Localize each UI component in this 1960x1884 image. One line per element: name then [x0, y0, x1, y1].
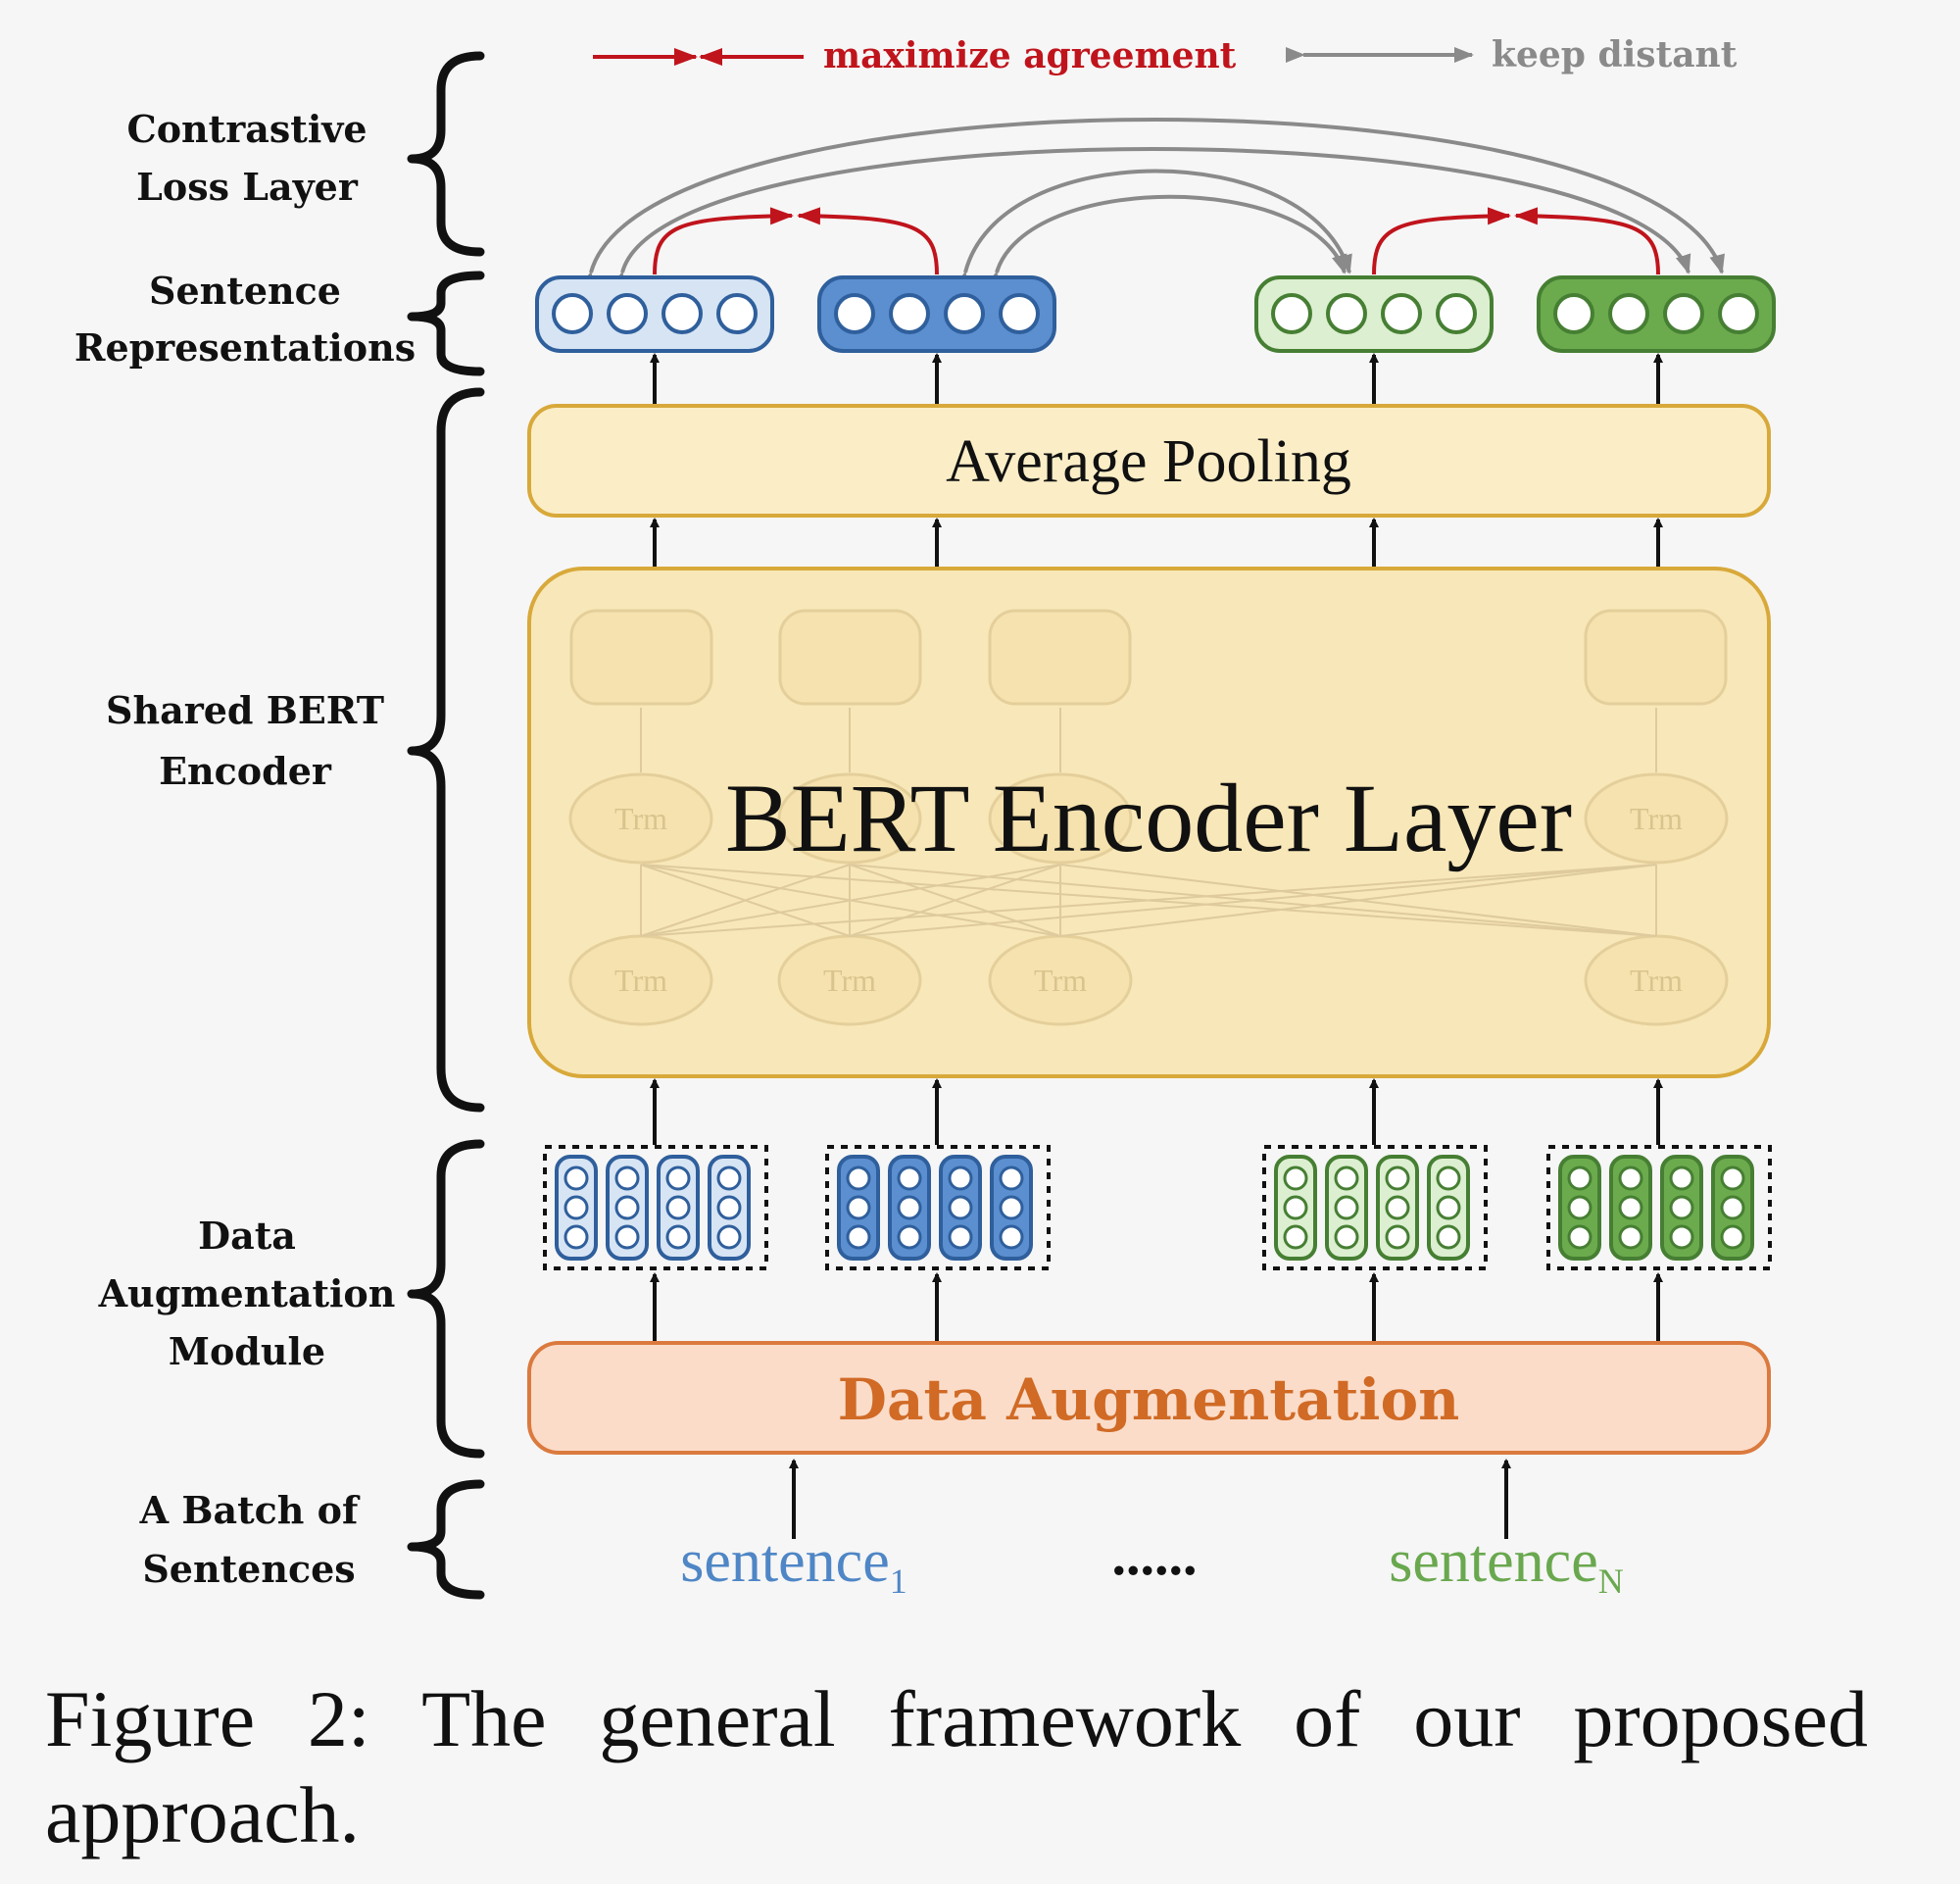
- faded-transformer-graphic: Trm Trm Trm Trm Trm Trm: [568, 609, 1729, 1026]
- distant-arc-inner: [984, 194, 1348, 292]
- brace-sentrep: [407, 271, 485, 376]
- label-aug-1: Data: [198, 1214, 296, 1258]
- trm-label: Trm: [1630, 963, 1683, 998]
- input-sentences: sentence1 ...... sentenceN: [680, 1523, 1623, 1601]
- label-contrastive-2: Loss Layer: [136, 165, 359, 209]
- distant-arc-third: [953, 169, 1352, 292]
- agree-blue-right: [797, 207, 939, 275]
- braces: [407, 51, 485, 1600]
- sentence-representations: [535, 275, 1776, 353]
- legend: maximize agreement keep distant: [593, 34, 1738, 76]
- trm-label: Trm: [1630, 801, 1683, 836]
- figure-caption: Figure 2: The general framework of our p…: [45, 1674, 1868, 1859]
- distant-arc-outer: [578, 118, 1725, 292]
- agree-blue-left: [653, 207, 794, 275]
- legend-agree-label: maximize agreement: [823, 35, 1237, 76]
- brace-batch: [407, 1479, 485, 1600]
- data-augmentation-label: Data Augmentation: [838, 1366, 1460, 1433]
- brace-augmentation: [407, 1139, 485, 1459]
- bert-encoder-label: BERT Encoder Layer: [725, 764, 1572, 872]
- legend-distant-label: keep distant: [1492, 34, 1738, 75]
- bert-encoder-block: Trm Trm Trm Trm Trm Trm BERT Encoder Lay…: [527, 567, 1771, 1078]
- embedding-green-1: [1262, 1145, 1488, 1270]
- brace-contrastive: [407, 51, 485, 257]
- agree-green-left: [1372, 207, 1511, 275]
- framework-diagram: maximize agreement keep distant Contrast…: [74, 34, 1776, 1601]
- label-aug-2: Augmentation: [98, 1271, 396, 1315]
- embedding-blue-1: [543, 1145, 768, 1270]
- embedding-green-2: [1546, 1145, 1772, 1270]
- embedding-blue-2: [825, 1145, 1051, 1270]
- augmented-embeddings: [543, 1145, 1772, 1270]
- flow-arrows: [650, 353, 1663, 1539]
- sentence-first: sentence1: [680, 1528, 906, 1601]
- trm-label: Trm: [1034, 963, 1087, 998]
- sentence-first-subscript: 1: [890, 1562, 907, 1601]
- representation-blue-2: [817, 275, 1056, 353]
- sentence-ellipsis: ......: [1112, 1523, 1198, 1587]
- label-batch-2: Sentences: [142, 1547, 355, 1591]
- label-sentrep-2: Representations: [74, 325, 416, 370]
- agree-green-right: [1514, 207, 1660, 275]
- representation-green-1: [1254, 275, 1494, 353]
- average-pooling-block: Average Pooling: [527, 404, 1771, 518]
- label-contrastive-1: Contrastive: [126, 107, 367, 151]
- label-encoder-2: Encoder: [159, 749, 332, 793]
- keep-distant-arcs: [578, 118, 1725, 292]
- agreement-arcs: [653, 207, 1660, 275]
- representation-blue-1: [535, 275, 774, 353]
- data-augmentation-block: Data Augmentation: [527, 1341, 1771, 1455]
- representation-green-2: [1537, 275, 1776, 353]
- label-aug-3: Module: [169, 1329, 325, 1373]
- label-batch-1: A Batch of: [139, 1488, 361, 1532]
- average-pooling-label: Average Pooling: [946, 428, 1351, 495]
- label-sentrep-1: Sentence: [149, 269, 341, 313]
- sentence-last-subscript: N: [1598, 1562, 1624, 1601]
- label-encoder-1: Shared BERT: [106, 688, 384, 732]
- distant-arc-second: [610, 147, 1691, 292]
- layer-labels: Contrastive Loss Layer Sentence Represen…: [74, 107, 416, 1591]
- brace-encoder: [407, 387, 485, 1113]
- trm-label: Trm: [614, 801, 667, 836]
- trm-label: Trm: [614, 963, 667, 998]
- sentence-last: sentenceN: [1389, 1528, 1623, 1601]
- trm-label: Trm: [823, 963, 876, 998]
